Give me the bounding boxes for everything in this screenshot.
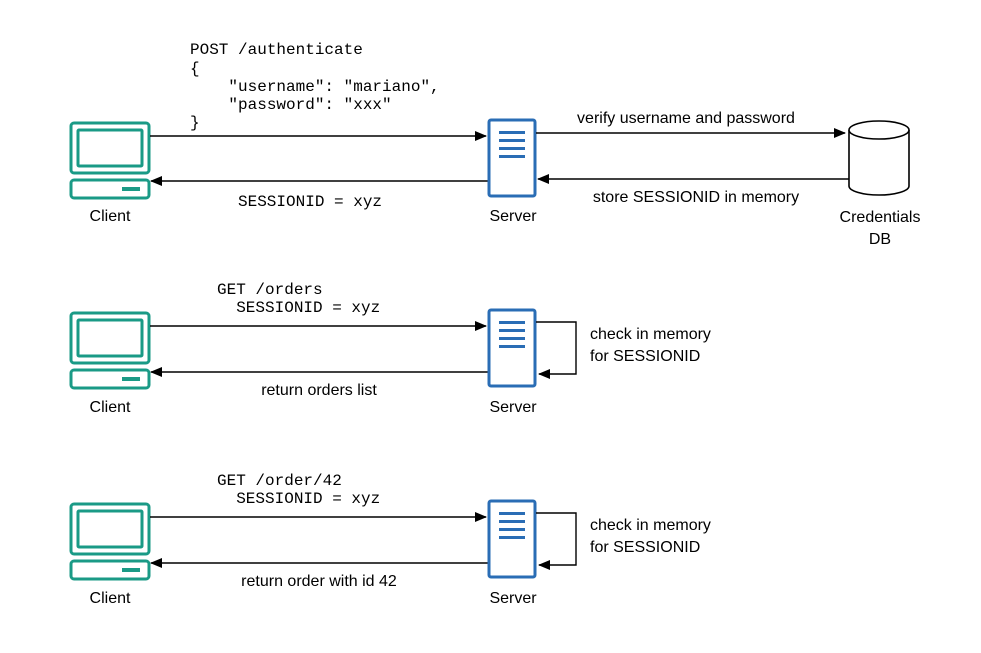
server-label: Server (489, 399, 537, 416)
client-icon (69, 121, 151, 200)
server-label: Server (489, 208, 537, 225)
request-line: GET /orders (217, 281, 323, 299)
response-label: return order with id 42 (241, 573, 397, 590)
response-label: return orders list (261, 382, 377, 399)
flow-get-order-42: Client GET /order/42 SESSIONID = xyz ret… (69, 472, 711, 607)
request-line: "username": "mariano", (190, 78, 440, 96)
server-icon (487, 308, 537, 388)
request-line: POST /authenticate (190, 41, 363, 59)
self-check-arrow (536, 512, 577, 570)
flow-authenticate: Client POST /authenticate { "username": … (69, 41, 921, 248)
verify-label: verify username and password (577, 110, 795, 127)
request-line: { (190, 60, 200, 78)
request-line: GET /order/42 (217, 472, 342, 490)
client-label: Client (90, 590, 131, 607)
request-line: } (190, 114, 200, 132)
database-icon (848, 120, 910, 196)
client-label: Client (90, 399, 131, 416)
request-line: SESSIONID = xyz (217, 299, 380, 317)
self-check-label: check in memory (590, 517, 711, 534)
self-check-label: for SESSIONID (590, 539, 700, 556)
db-label: DB (869, 231, 891, 248)
self-check-label: check in memory (590, 326, 711, 343)
server-icon (487, 499, 537, 579)
server-icon (487, 118, 537, 198)
server-label: Server (489, 590, 537, 607)
flow-get-orders: Client GET /orders SESSIONID = xyz retur… (69, 281, 711, 416)
self-check-arrow (536, 321, 577, 379)
self-check-label: for SESSIONID (590, 348, 700, 365)
request-line: SESSIONID = xyz (217, 490, 380, 508)
store-label: store SESSIONID in memory (593, 189, 799, 206)
client-icon (69, 502, 151, 581)
response-label: SESSIONID = xyz (238, 193, 382, 211)
request-line: "password": "xxx" (190, 96, 392, 114)
client-icon (69, 311, 151, 390)
client-label: Client (90, 208, 131, 225)
db-label: Credentials (840, 209, 921, 226)
